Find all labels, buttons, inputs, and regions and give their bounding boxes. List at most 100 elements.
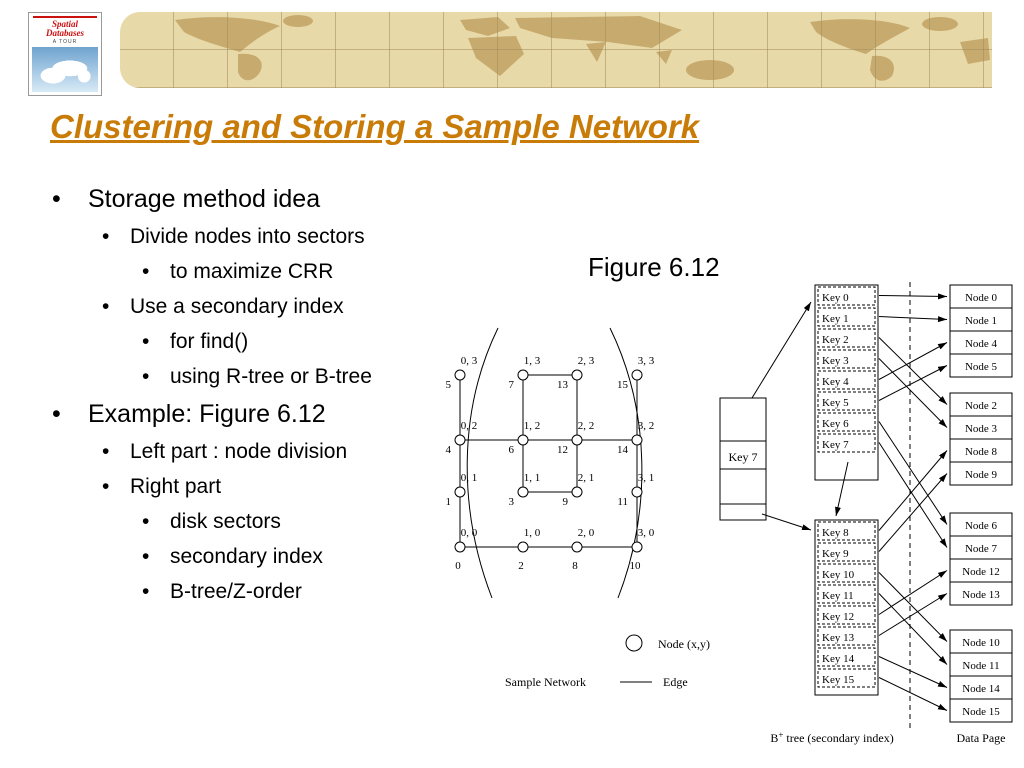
network-node-circle (454, 486, 466, 498)
btree-key-label: Key 0 (822, 292, 849, 304)
bullet-text: Storage method idea (88, 185, 321, 213)
book-cover-title: Spatial Databases (46, 19, 84, 38)
node-coord-label: 3, 0 (638, 527, 655, 539)
node-coord-label: 1, 2 (524, 420, 541, 432)
node-coord-label: 0, 2 (461, 420, 478, 432)
btree-key-cell (817, 391, 876, 411)
bullet-marker: • (142, 365, 150, 388)
btree-leaf-box (814, 284, 879, 481)
network-node-circle (631, 369, 643, 381)
btree-key-label: Key 5 (822, 397, 849, 409)
data-page-row-label: Node 8 (965, 446, 998, 458)
bullet-text: Example: Figure 6.12 (88, 400, 326, 428)
node-coord-label: 2, 1 (578, 472, 595, 484)
data-page-row-label: Node 11 (962, 660, 999, 672)
banner: Spatial Databases A TOUR (0, 0, 1024, 100)
btree-key-cell (817, 647, 876, 667)
bullet-item: •Storage method idea (0, 185, 445, 214)
key-to-node-arrow (878, 342, 948, 380)
btree-caption: B+ tree (secondary index) (770, 730, 893, 745)
node-id-label: 4 (446, 444, 452, 456)
key-to-node-arrow (878, 572, 948, 642)
node-id-label: 10 (630, 560, 642, 572)
bullet-item: •to maximize CRR (0, 260, 445, 284)
bullet-item: •for find() (0, 330, 445, 354)
node-coord-label: 2, 0 (578, 527, 595, 539)
bullet-marker: • (142, 580, 150, 603)
data-page-row-label: Node 13 (962, 589, 1000, 601)
btree-key-label: Key 7 (822, 439, 849, 451)
node-id-label: 5 (446, 379, 452, 391)
btree-key-cell (817, 328, 876, 348)
node-id-label: 12 (557, 444, 568, 456)
network-node-circle (517, 369, 529, 381)
bullet-text: for find() (170, 330, 249, 353)
node-id-label: 7 (509, 379, 515, 391)
key-to-node-arrow (878, 593, 948, 636)
legend-node-circle (625, 634, 643, 652)
network-node-circle (571, 434, 583, 446)
btree-key-cell (817, 668, 876, 688)
node-id-label: 0 (455, 560, 461, 572)
node-id-label: 11 (617, 496, 628, 508)
bullet-marker: • (102, 295, 110, 318)
root-to-leaf-arrow (761, 513, 812, 531)
legend-network-label: Sample Network (505, 675, 586, 689)
network-node-circle (454, 369, 466, 381)
network-node-circle (454, 434, 466, 446)
btree-root-key-label: Key 7 (729, 450, 758, 464)
data-page-row-label: Node 6 (965, 520, 998, 532)
btree-key-label: Key 12 (822, 611, 854, 623)
bullet-item: • Use a secondary index (0, 295, 445, 319)
key-to-node-arrow (878, 593, 948, 665)
sector-arc (466, 327, 499, 599)
network-node-circle (571, 369, 583, 381)
data-page-row-label: Node 3 (965, 423, 998, 435)
key-to-node-arrow (878, 337, 948, 405)
btree-key-cell (817, 584, 876, 604)
bullet-item: • Left part : node division (0, 440, 445, 464)
bullet-item: •using R-tree or B-tree (0, 365, 445, 389)
bullet-text: Right part (130, 475, 222, 498)
root-to-leaf-arrow (751, 301, 812, 399)
node-id-label: 1 (446, 496, 452, 508)
data-page-row-label: Node 1 (965, 315, 997, 327)
btree-key-label: Key 13 (822, 632, 855, 644)
bullet-item: •secondary index (0, 545, 445, 569)
node-coord-label: 0, 1 (461, 472, 478, 484)
bullet-text: B-tree/Z-order (170, 580, 302, 603)
node-id-label: 15 (617, 379, 629, 391)
bullet-marker: • (142, 260, 150, 283)
node-id-label: 3 (509, 496, 515, 508)
node-id-label: 6 (509, 444, 515, 456)
network-node-circle (517, 486, 529, 498)
network-node-circle (631, 541, 643, 553)
bullet-item: •Right part (0, 475, 445, 499)
key-to-node-arrow (878, 316, 948, 323)
bullet-marker: • (142, 510, 150, 533)
slide-title: Clustering and Storing a Sample Network (50, 108, 700, 145)
key-to-node-arrow (878, 421, 948, 525)
bullet-item: • B-tree/Z-order (0, 580, 445, 604)
btree-key-cell (817, 626, 876, 646)
node-id-label: 13 (557, 379, 569, 391)
bullet-text: disk sectors (170, 510, 281, 533)
key-to-node-arrow (878, 677, 948, 711)
data-page-row-label: Node 14 (962, 683, 1000, 695)
btree-key-label: Key 3 (822, 355, 849, 367)
node-coord-label: 3, 1 (638, 472, 655, 484)
data-page-row-label: Node 10 (962, 637, 1000, 649)
bullet-marker: • (102, 440, 110, 463)
bullet-text: Divide nodes into sectors (130, 225, 365, 248)
bullet-text: Use a secondary index (130, 295, 344, 318)
btree-key-label: Key 14 (822, 653, 855, 665)
sector-arc (609, 327, 643, 599)
book-cover-subtitle: A TOUR (52, 39, 78, 45)
bullet-text: Left part : node division (130, 440, 348, 463)
node-coord-label: 0, 0 (461, 527, 478, 539)
node-coord-label: 3, 2 (638, 420, 655, 432)
btree-root-box (719, 397, 767, 521)
node-coord-label: 0, 3 (461, 355, 478, 367)
data-page-row-label: Node 12 (962, 566, 1000, 578)
book-cover-rule (33, 16, 97, 18)
